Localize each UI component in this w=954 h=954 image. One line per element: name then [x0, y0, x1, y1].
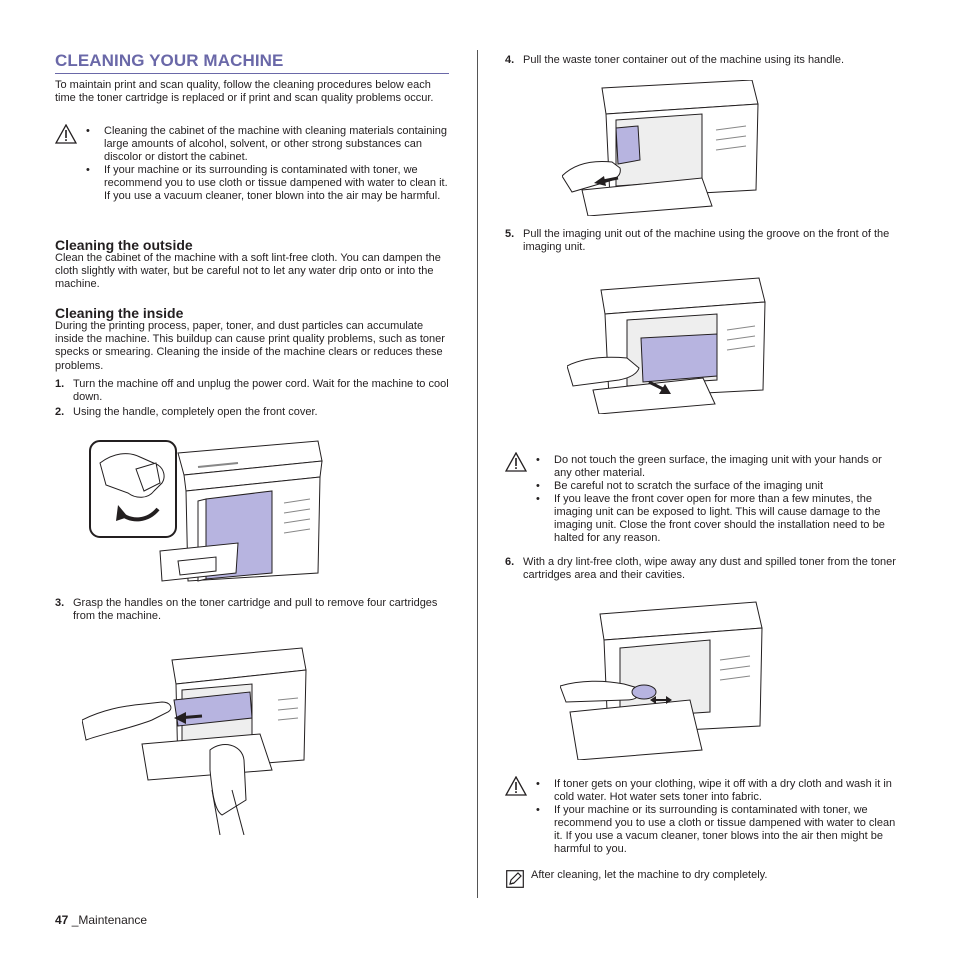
- outside-paragraph: Clean the cabinet of the machine with a …: [55, 252, 441, 291]
- step-6: 6. With a dry lint-free cloth, wipe away…: [505, 556, 896, 582]
- remove-cartridges-illustration: [82, 647, 307, 835]
- note-text: After cleaning, let the machine to dry c…: [531, 869, 768, 881]
- list-item: • Do not touch the green surface, the im…: [536, 454, 882, 479]
- list-item: • If you leave the front cover open for …: [536, 493, 885, 544]
- caution-list-3: • If toner gets on your clothing, wipe i…: [536, 778, 898, 856]
- title-rule: [55, 73, 449, 74]
- list-item: • If toner gets on your clothing, wipe i…: [536, 778, 892, 803]
- list-item: • Cleaning the cabinet of the machine wi…: [86, 125, 448, 163]
- imaging-unit-illustration: [567, 277, 766, 414]
- column-divider: [477, 50, 478, 898]
- step-2: 2. Using the handle, completely open the…: [55, 406, 318, 418]
- step-3: 3. Grasp the handles on the toner cartri…: [55, 597, 438, 623]
- waste-toner-illustration: [562, 80, 759, 216]
- caution-list-2: • Do not touch the green surface, the im…: [536, 454, 898, 545]
- wipe-cloth-illustration: [560, 601, 763, 760]
- intro-paragraph: To maintain print and scan quality, foll…: [55, 79, 434, 105]
- warning-triangle-icon: [505, 776, 527, 796]
- step-1: 1. Turn the machine off and unplug the p…: [55, 378, 449, 404]
- footer-section: _Maintenance: [71, 913, 148, 927]
- warning-triangle-icon: [505, 452, 527, 472]
- open-front-cover-illustration: [89, 440, 323, 582]
- step-5: 5. Pull the imaging unit out of the mach…: [505, 228, 890, 254]
- warning-triangle-icon: [55, 124, 77, 144]
- page-title: CLEANING YOUR MACHINE: [55, 51, 284, 70]
- list-item: • Be careful not to scratch the surface …: [536, 480, 824, 492]
- page-footer: 47 _Maintenance: [55, 914, 147, 927]
- step-4: 4. Pull the waste toner container out of…: [505, 54, 845, 66]
- page-number: 47: [55, 913, 69, 927]
- inside-paragraph: During the printing process, paper, tone…: [55, 320, 445, 372]
- section-heading-inside: Cleaning the inside: [55, 305, 184, 321]
- list-item: • If your machine or its surrounding is …: [536, 804, 896, 855]
- list-item: • If your machine or its surrounding is …: [86, 164, 448, 202]
- section-heading-outside: Cleaning the outside: [55, 237, 193, 253]
- caution-list-1: • Cleaning the cabinet of the machine wi…: [86, 125, 448, 203]
- note-pencil-icon: [506, 870, 524, 888]
